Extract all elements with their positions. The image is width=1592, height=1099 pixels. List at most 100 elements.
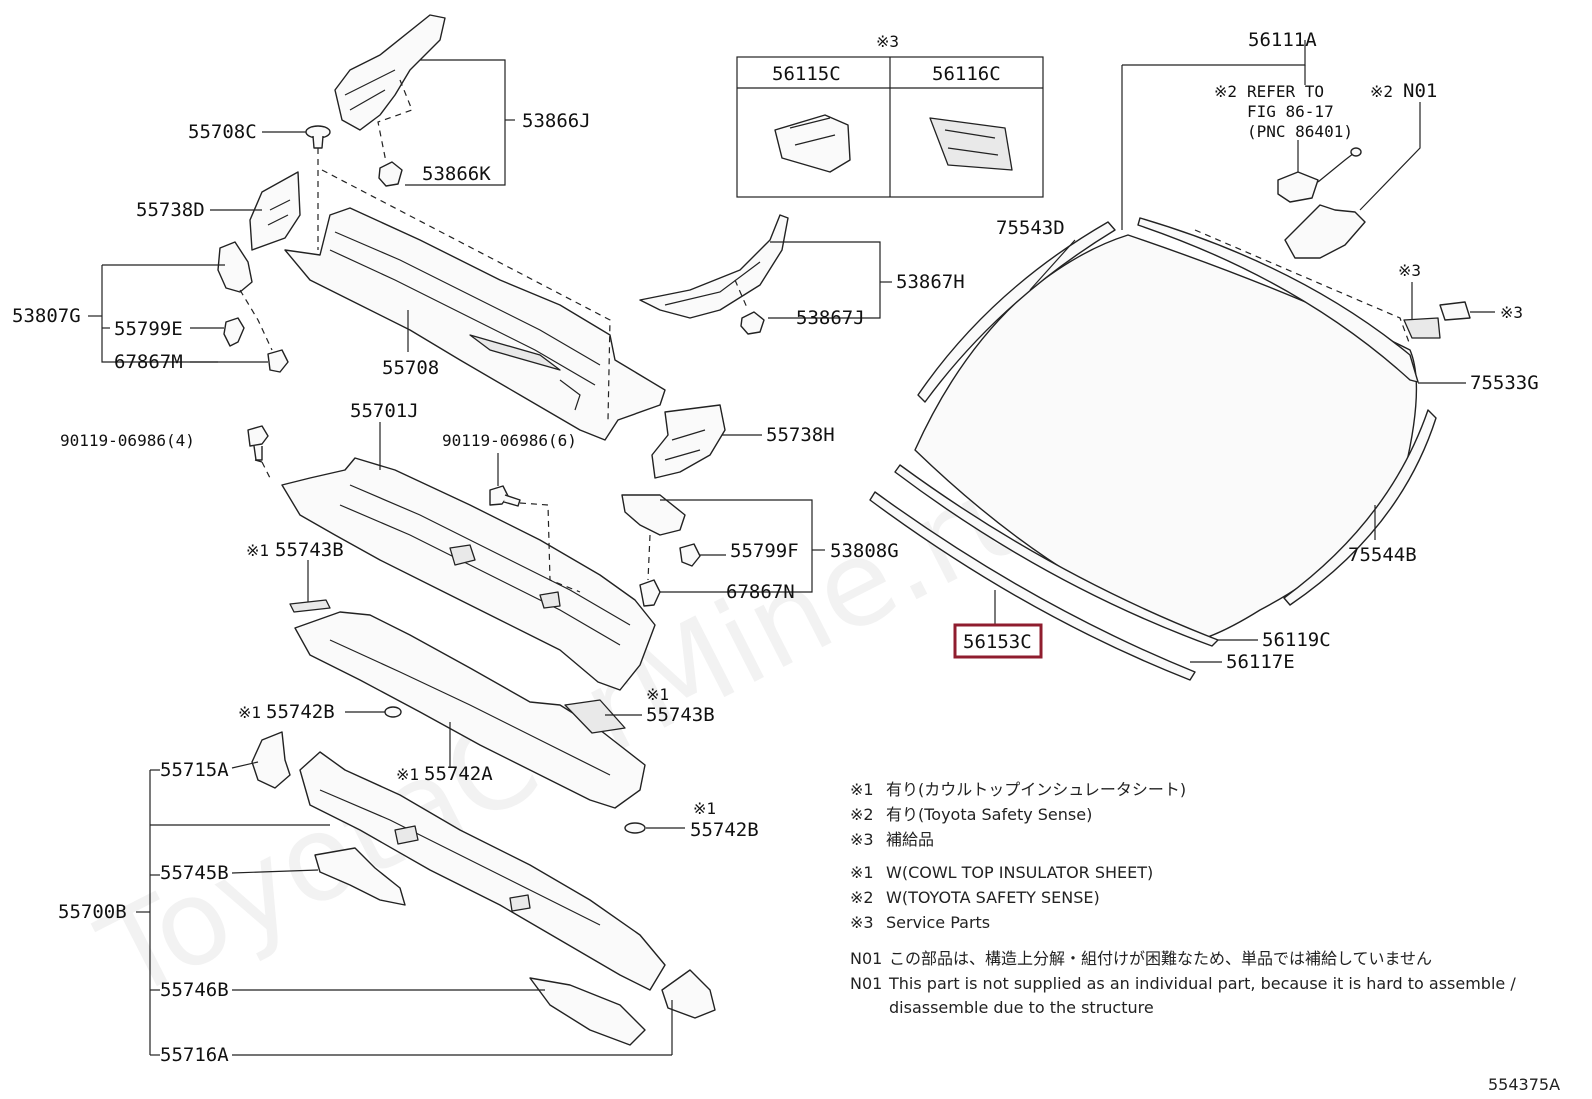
part-53866K-clip[interactable] xyxy=(378,161,403,187)
label-56111A[interactable]: 56111A xyxy=(1248,29,1317,51)
label-55708C[interactable]: 55708C xyxy=(188,121,257,143)
refer-line-3: (PNC 86401) xyxy=(1247,122,1353,141)
refer-line-2: FIG 86-17 xyxy=(1247,102,1334,121)
legend-mark-1-jp: ※1 xyxy=(850,780,874,799)
part-55742A-insulator[interactable] xyxy=(294,611,646,809)
part-55708C-clip[interactable] xyxy=(305,125,331,149)
mark-service-right: ※3 xyxy=(1500,303,1523,322)
part-55745B-bracket[interactable] xyxy=(314,847,406,906)
label-53808G[interactable]: 53808G xyxy=(830,540,899,562)
part-56115C-clip[interactable] xyxy=(774,114,851,173)
label-53867H[interactable]: 53867H xyxy=(896,271,965,293)
part-53866J-panel[interactable] xyxy=(334,14,446,131)
label-55746B[interactable]: 55746B xyxy=(160,979,229,1001)
part-55700B-panel-assy[interactable] xyxy=(299,751,666,991)
part-56111A-windshield-glass[interactable] xyxy=(914,229,1418,639)
part-55743B-sheet-b[interactable] xyxy=(564,699,626,734)
label-55799F[interactable]: 55799F xyxy=(730,540,799,562)
label-55701J[interactable]: 55701J xyxy=(350,400,419,422)
label-56115C[interactable]: 56115C xyxy=(772,63,841,85)
part-56119C-dam[interactable] xyxy=(894,464,1219,647)
part-55701J-cowl-panel[interactable] xyxy=(281,457,656,691)
label-53807G[interactable]: 53807G xyxy=(12,305,81,327)
part-labels: 53866J 55708C 53866K 55738D 53807G 55799… xyxy=(12,29,1539,1066)
part-53867H-panel[interactable] xyxy=(639,214,789,319)
mark-55742A: ※1 xyxy=(396,765,419,784)
mark-55742B-b: ※1 xyxy=(693,799,716,818)
label-56119C[interactable]: 56119C xyxy=(1262,629,1331,651)
legend-jp-2: 有り(Toyota Safety Sense) xyxy=(886,805,1092,824)
part-56116C-clip[interactable] xyxy=(929,117,1013,171)
part-camera-cover[interactable] xyxy=(1277,147,1362,203)
label-55738D[interactable]: 55738D xyxy=(136,199,205,221)
part-55715A-bracket[interactable] xyxy=(251,731,291,789)
label-N01[interactable]: N01 xyxy=(1403,80,1437,102)
label-56116C[interactable]: 56116C xyxy=(932,63,1001,85)
label-75533G[interactable]: 75533G xyxy=(1470,372,1539,394)
mark-55742B-a: ※1 xyxy=(238,703,261,722)
part-55743B-sheet-a[interactable] xyxy=(289,599,331,613)
label-55743B-a[interactable]: 55743B xyxy=(275,539,344,561)
part-55742B-grommet-b[interactable] xyxy=(624,822,646,834)
legend-mark-3-jp: ※3 xyxy=(850,830,874,849)
part-90119-bolt-4[interactable] xyxy=(247,425,269,461)
part-55746B-bracket[interactable] xyxy=(529,969,716,1046)
label-55742B-b[interactable]: 55742B xyxy=(690,819,759,841)
label-55700B[interactable]: 55700B xyxy=(58,901,127,923)
label-55742A[interactable]: 55742A xyxy=(424,763,493,785)
part-55738H-bracket[interactable] xyxy=(651,404,726,479)
label-55715A[interactable]: 55715A xyxy=(160,759,229,781)
part-56117E-dam[interactable] xyxy=(869,491,1196,681)
part-service-clip-a[interactable] xyxy=(1403,317,1441,339)
legend-en-1: W(COWL TOP INSULATOR SHEET) xyxy=(886,863,1153,882)
legend-en-3: Service Parts xyxy=(886,913,990,932)
label-56153C[interactable]: 56153C xyxy=(963,631,1032,653)
refer-line-1: REFER TO xyxy=(1247,82,1324,101)
legend-jp-3: 補給品 xyxy=(886,830,934,849)
part-75544B-molding[interactable] xyxy=(1283,409,1437,606)
part-55742B-grommet-a[interactable] xyxy=(384,706,402,718)
legend-mark-2-en: ※2 xyxy=(850,888,874,907)
part-55738D-bracket[interactable] xyxy=(249,171,301,251)
mark-service-box: ※3 xyxy=(876,32,899,51)
label-55738H[interactable]: 55738H xyxy=(766,424,835,446)
label-55745B[interactable]: 55745B xyxy=(160,862,229,884)
label-90119-06986-4[interactable]: 90119-06986(4) xyxy=(60,431,195,450)
part-53807G-hinge[interactable] xyxy=(217,241,289,373)
label-75544B[interactable]: 75544B xyxy=(1348,544,1417,566)
part-service-clip-b[interactable] xyxy=(1439,301,1471,321)
part-90119-bolt-6[interactable] xyxy=(489,485,521,507)
mark-55743B-a: ※1 xyxy=(246,541,269,560)
label-75543D[interactable]: 75543D xyxy=(996,217,1065,239)
label-56117E[interactable]: 56117E xyxy=(1226,651,1295,673)
mark-refer: ※2 xyxy=(1214,82,1237,101)
label-55799E[interactable]: 55799E xyxy=(114,318,183,340)
legend-n01-label-jp: N01 xyxy=(850,949,882,968)
label-55742B-a[interactable]: 55742B xyxy=(266,701,335,723)
part-55708-cowl-top[interactable] xyxy=(284,207,666,441)
legend-n01-jp: この部品は、構造上分解・組付けが困難なため、単品では補給していません xyxy=(889,949,1432,968)
legend-n01-en-2: disassemble due to the structure xyxy=(889,998,1154,1017)
label-53867J[interactable]: 53867J xyxy=(796,307,865,329)
part-75533G-molding[interactable] xyxy=(1137,217,1419,383)
mark-55743B-b: ※1 xyxy=(646,685,669,704)
legend-n01-en-1: This part is not supplied as an individu… xyxy=(888,974,1516,993)
part-53808G-hinge[interactable] xyxy=(621,494,701,607)
label-67867N[interactable]: 67867N xyxy=(726,581,795,603)
highlight-box xyxy=(953,623,1043,659)
service-parts-box xyxy=(736,56,1044,198)
label-53866K[interactable]: 53866K xyxy=(422,163,491,185)
label-55743B-b[interactable]: 55743B xyxy=(646,704,715,726)
label-90119-06986-6[interactable]: 90119-06986(6) xyxy=(442,431,577,450)
label-55716A[interactable]: 55716A xyxy=(160,1044,229,1066)
part-N01-bracket[interactable] xyxy=(1284,204,1366,259)
part-75543D-molding[interactable] xyxy=(917,221,1116,403)
label-53866J[interactable]: 53866J xyxy=(522,110,591,132)
legend-n01-label-en: N01 xyxy=(850,974,882,993)
part-53867J-clip[interactable] xyxy=(740,311,765,335)
legend-mark-3-en: ※3 xyxy=(850,913,874,932)
label-67867M[interactable]: 67867M xyxy=(114,351,183,373)
legend: ※1 有り(カウルトップインシュレータシート) ※2 有り(Toyota Saf… xyxy=(850,780,1516,1017)
label-55708[interactable]: 55708 xyxy=(382,357,439,379)
